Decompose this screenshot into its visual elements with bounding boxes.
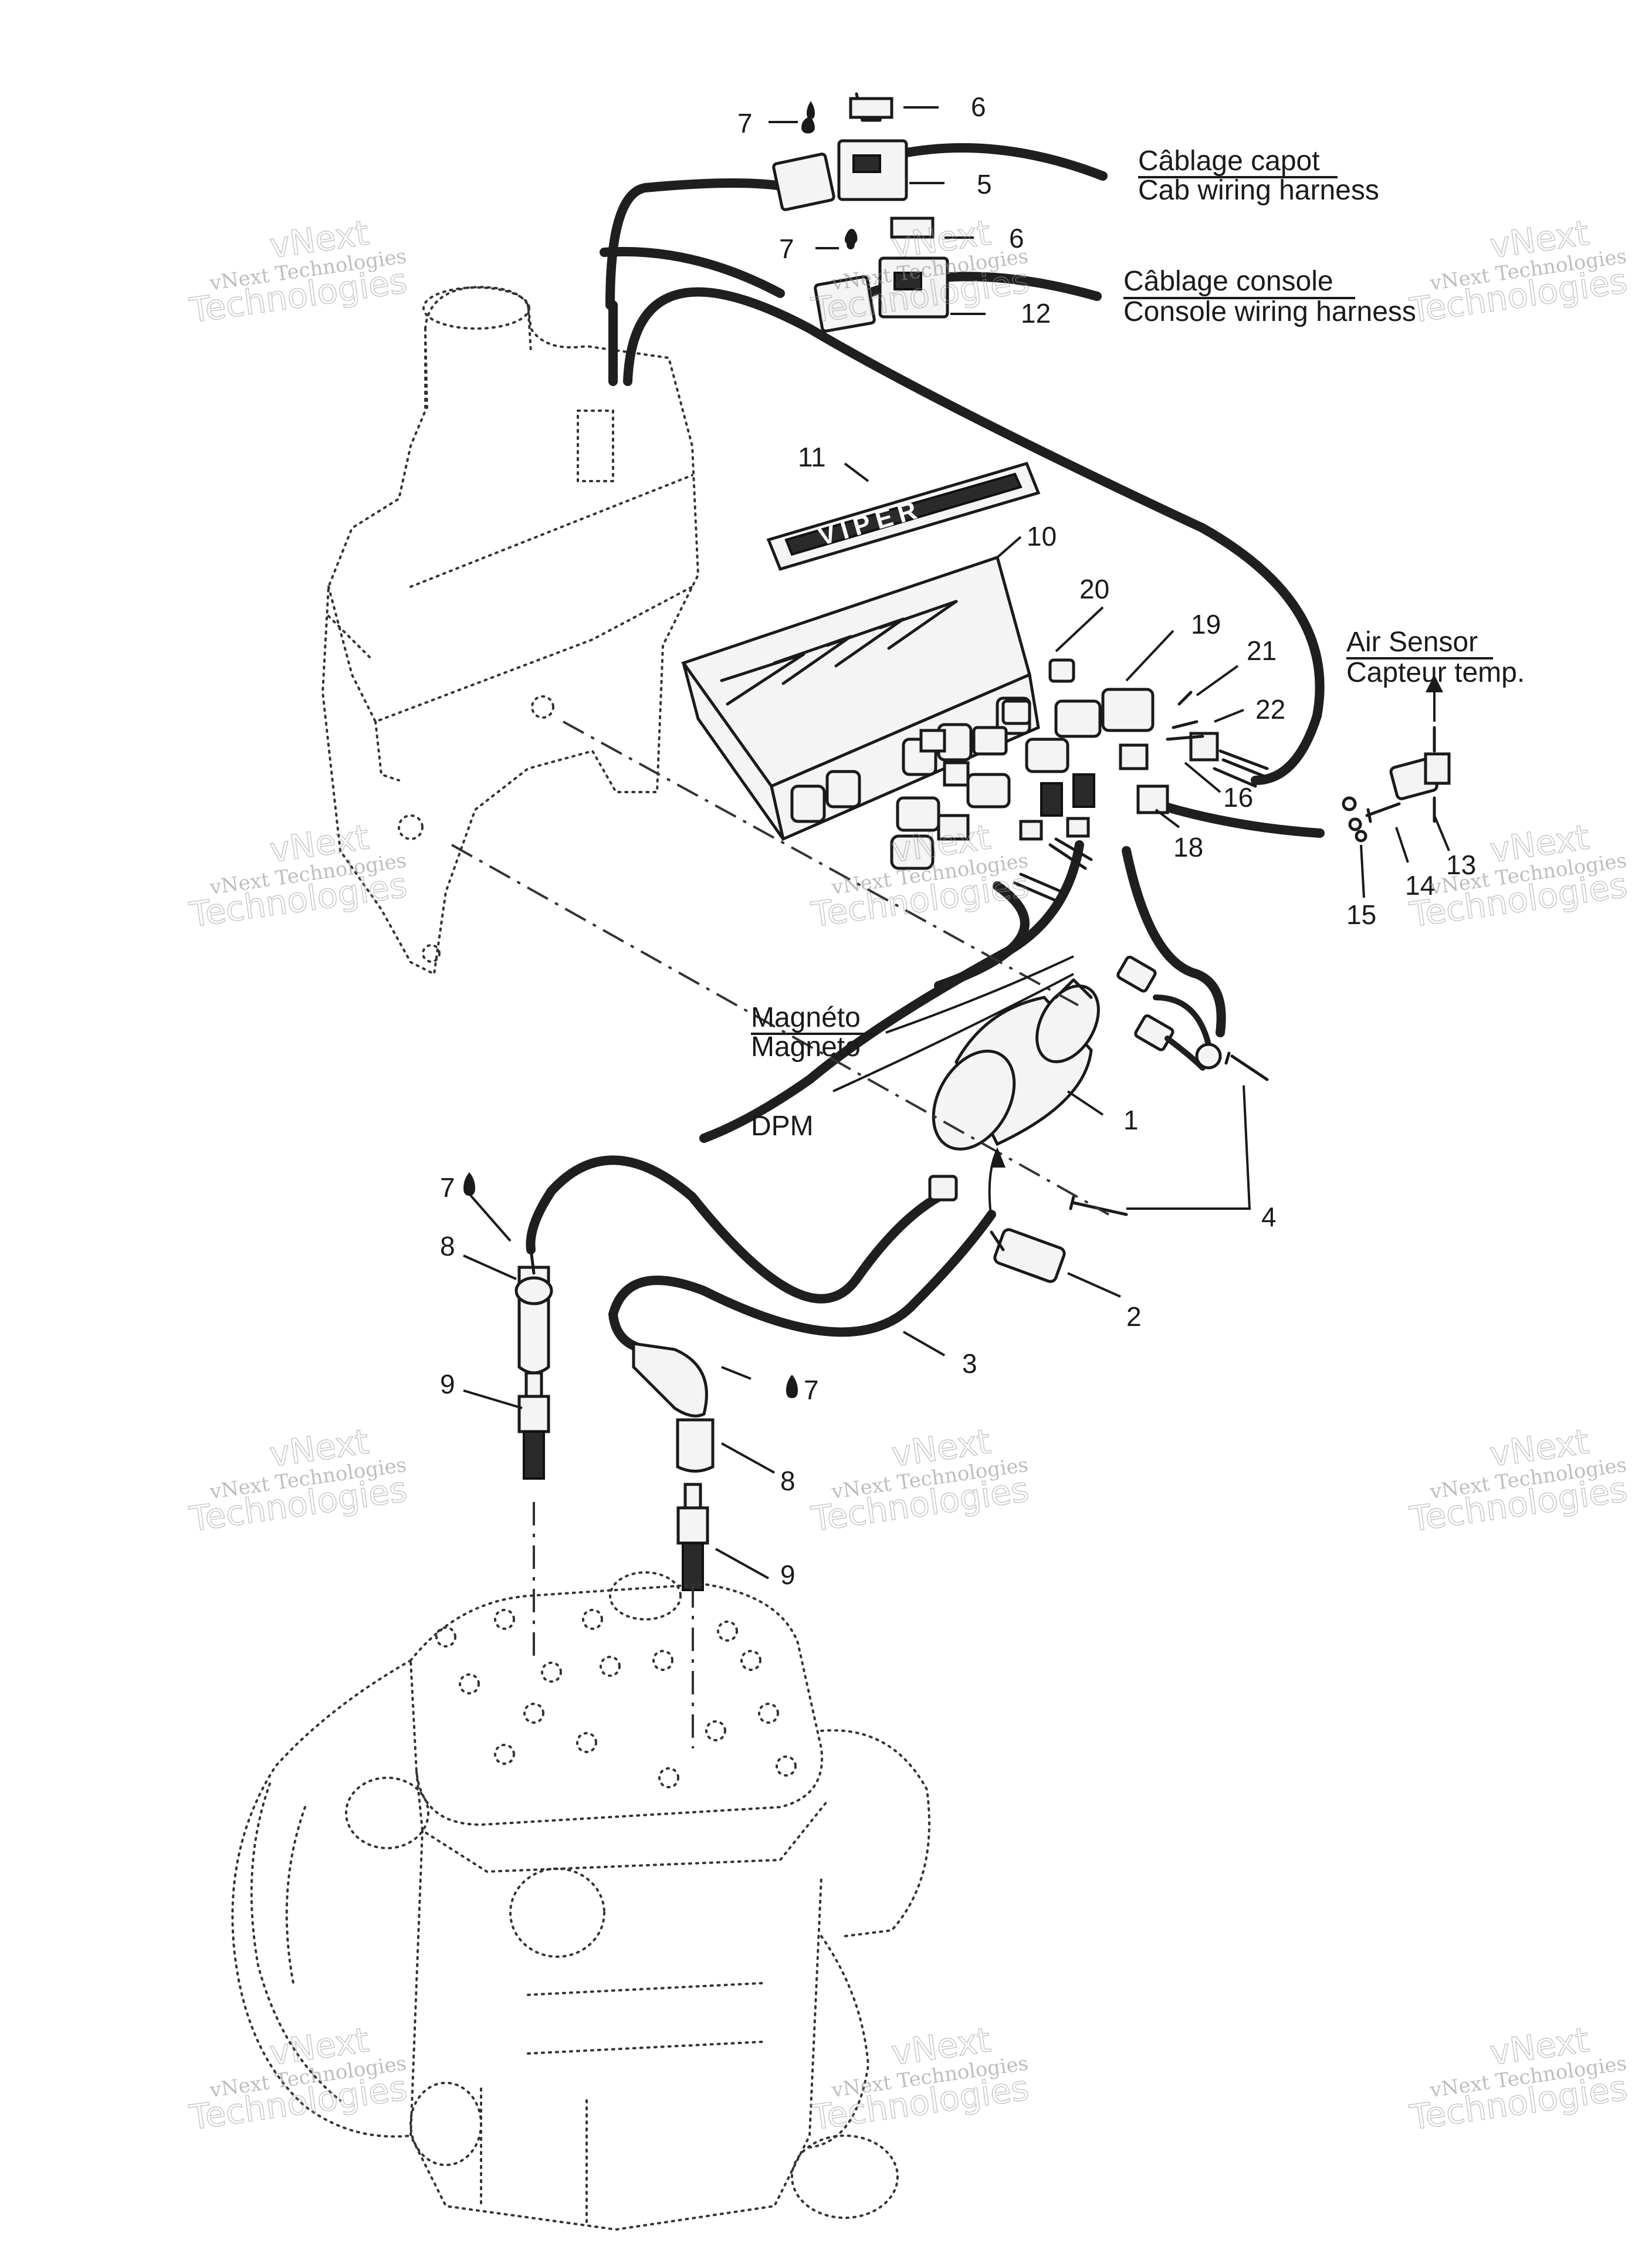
console-harness-label-fr: Câblage console [1123, 266, 1333, 297]
callout-11: 11 [798, 442, 826, 472]
spark-plug-right [676, 1483, 709, 1748]
leader-lines [463, 106, 1450, 1579]
spark-plug-left [517, 1371, 550, 1660]
callout-9: 9 [780, 1559, 795, 1590]
callout-5: 5 [977, 169, 992, 199]
callout-22: 22 [1255, 694, 1285, 725]
callout-7: 7 [779, 234, 794, 264]
spark-plug-cap-right [632, 1342, 715, 1473]
watermarks: vNext vNext Technologies Technologies vN… [187, 212, 1630, 2139]
drop-icon [847, 231, 855, 249]
engine-outline [231, 1571, 930, 2231]
callout-4: 4 [1261, 1202, 1277, 1232]
callout-19: 19 [1191, 609, 1221, 640]
callout-9: 9 [440, 1369, 455, 1399]
spark-plug-cap-left [514, 1248, 553, 1375]
watermark: vNext vNext Technologies Technologies [187, 2019, 410, 2139]
watermark: vNext vNext Technologies Technologies [808, 817, 1032, 936]
wire-harness [526, 143, 1325, 1354]
watermark: vNext vNext Technologies Technologies [808, 2019, 1032, 2139]
callout-20: 20 [1079, 574, 1109, 604]
callout-10: 10 [1027, 521, 1057, 552]
callout-2: 2 [1126, 1301, 1142, 1332]
callout-7: 7 [440, 1172, 455, 1203]
watermark: vNext vNext Technologies Technologies [187, 212, 410, 331]
air-sensor-label-en: Air Sensor [1346, 627, 1478, 658]
sensor-2 [990, 1228, 1066, 1283]
drop-icons [463, 101, 855, 1398]
callout-21: 21 [1247, 635, 1277, 666]
magneto-label-fr: Magnéto [751, 1002, 861, 1033]
console-harness-label-en: Console wiring harness [1123, 296, 1416, 327]
cab-harness-label-fr: Câblage capot [1138, 146, 1320, 177]
callout-16: 16 [1223, 782, 1253, 813]
drop-icon [786, 1375, 798, 1398]
cab-connector-assembly [772, 92, 908, 211]
callout-7: 7 [804, 1375, 819, 1405]
dpm-module [928, 978, 1100, 1202]
callout-1: 1 [1123, 1105, 1139, 1135]
callout-12: 12 [1021, 298, 1051, 329]
callout-numbers: 7 6 5 7 6 12 11 10 20 19 21 22 16 18 13 … [440, 92, 1476, 1590]
harness-labels: Câblage capot Cab wiring harness Câblage… [751, 146, 1525, 1142]
watermark: vNext vNext Technologies Technologies [187, 817, 410, 936]
watermark: vNext vNext Technologies Technologies [187, 1421, 410, 1540]
callout-15: 15 [1346, 899, 1376, 930]
callout-18: 18 [1173, 832, 1203, 862]
watermark: vNext vNext Technologies Technologies [808, 1421, 1032, 1540]
callout-6: 6 [971, 92, 986, 122]
callout-8: 8 [780, 1466, 795, 1496]
drop-icon [807, 101, 815, 119]
oil-reservoir [321, 286, 700, 976]
callout-7: 7 [737, 108, 753, 138]
callout-3: 3 [962, 1348, 977, 1379]
magneto-label-en: Magneto [751, 1031, 861, 1063]
watermark: vNext vNext Technologies Technologies [1407, 1421, 1630, 1540]
callout-8: 8 [440, 1231, 455, 1261]
connector-cluster [890, 658, 1269, 902]
drop-icon [463, 1172, 475, 1196]
watermark: vNext vNext Technologies Technologies [808, 212, 1032, 331]
cab-harness-label-en: Cab wiring harness [1138, 175, 1379, 206]
watermark: vNext vNext Technologies Technologies [1407, 817, 1630, 936]
watermark: vNext vNext Technologies Technologies [1407, 212, 1630, 331]
callout-14: 14 [1405, 870, 1435, 901]
callout-6: 6 [1009, 223, 1024, 253]
watermark: vNext vNext Technologies Technologies [1407, 2019, 1630, 2139]
air-sensor-parts [1342, 675, 1451, 843]
dpm-label: DPM [751, 1111, 814, 1142]
screws-4 [1069, 955, 1269, 1216]
callout-13: 13 [1446, 850, 1476, 880]
air-sensor-label-fr: Capteur temp. [1346, 657, 1525, 688]
